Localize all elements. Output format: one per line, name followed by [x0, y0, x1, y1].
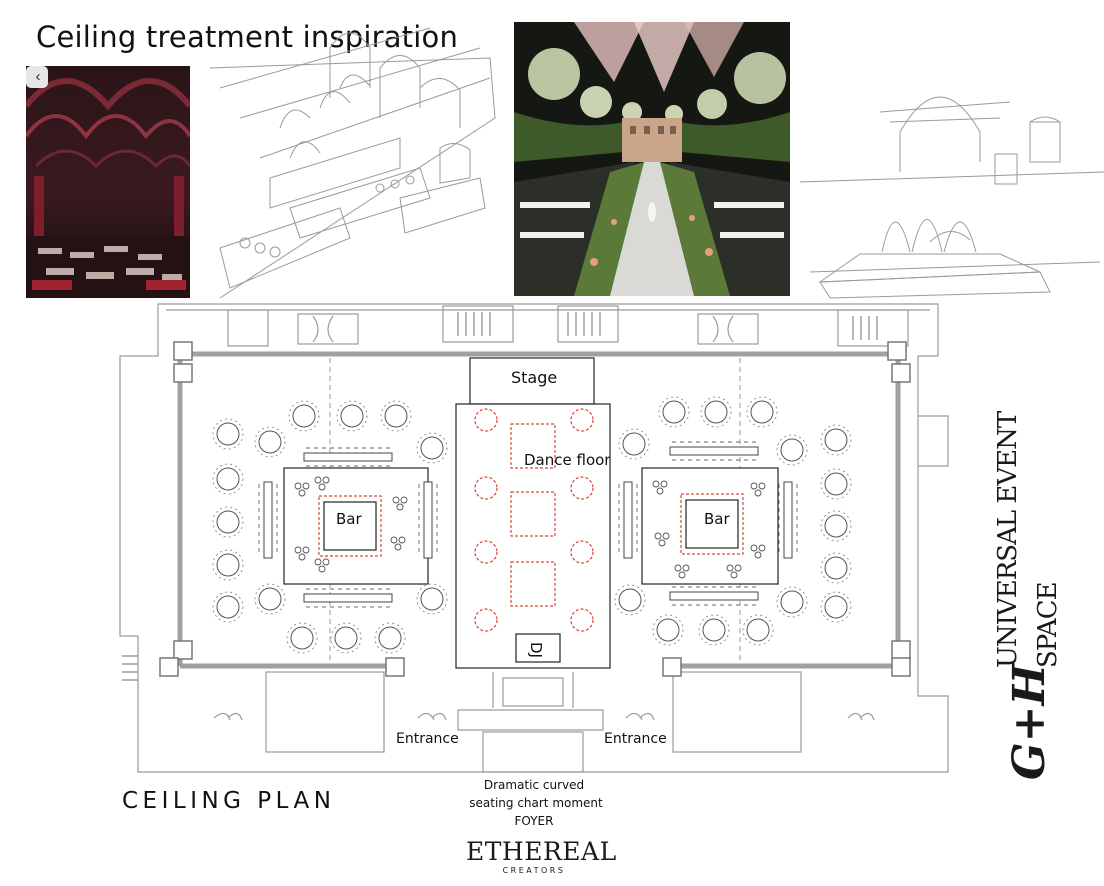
ceiling-plan-heading: CEILING PLAN [122, 788, 336, 814]
chevron-left-icon[interactable]: ‹ [35, 68, 41, 85]
bar-right-label: Bar [704, 510, 730, 528]
back-arrow-bg [26, 66, 48, 88]
ceiling-floor-plan [119, 303, 949, 773]
venue-name: UNIVERSAL EVENT SPACE [993, 412, 1083, 670]
venue-name-line1: UNIVERSAL EVENT [993, 411, 1023, 668]
venue-name-line2: SPACE [1033, 582, 1063, 668]
entrance-left-label: Entrance [396, 731, 459, 747]
entrance-right-label: Entrance [604, 731, 667, 747]
foyer-note-line3: FOYER [514, 814, 554, 828]
red-arches-illustration [26, 66, 190, 298]
foyer-note-line2: seating chart moment [469, 796, 603, 810]
ceiling-sketch-arches [209, 27, 496, 298]
inspiration-photo-red-arches[interactable]: ‹ [26, 66, 190, 298]
inspiration-photo-floral-aisle[interactable] [514, 22, 790, 296]
brand-name: ETHEREAL [466, 837, 617, 866]
page-title: Ceiling treatment inspiration [36, 20, 459, 54]
foyer-note-line1: Dramatic curved [483, 778, 585, 792]
floral-aisle-illustration [514, 22, 790, 296]
bar-left-label: Bar [336, 510, 362, 528]
dance-floor-label: Dance floor [524, 451, 611, 469]
round-tables [216, 400, 848, 650]
ethereal-creators-logo: ETHEREAL CREATORS [466, 837, 617, 876]
ceiling-sketch-chandeliers [800, 96, 1104, 299]
brand-sub: CREATORS [502, 866, 566, 875]
stage-label: Stage [511, 368, 558, 387]
dj-label: DJ [526, 642, 545, 658]
gh-venue-logo: G+H [1004, 663, 1055, 780]
